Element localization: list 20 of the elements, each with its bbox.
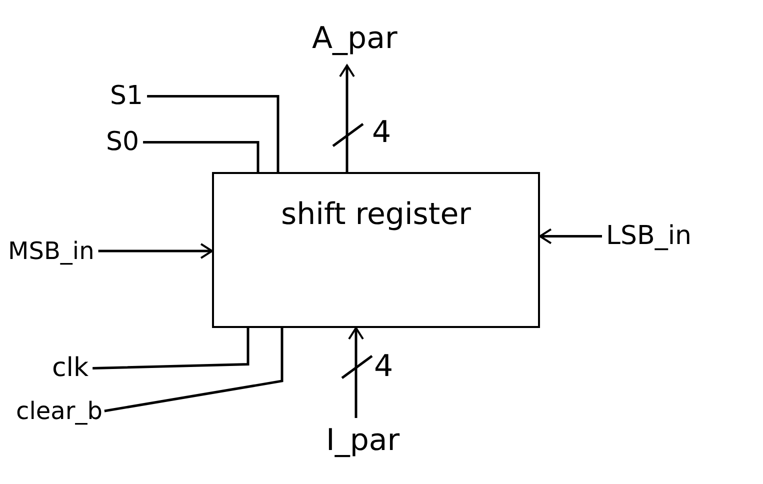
arrow: [339, 64, 355, 172]
connector-line: [104, 328, 284, 412]
edge-label: 4: [372, 118, 392, 148]
signal-label: S1: [110, 80, 144, 112]
signal-label: A_par: [312, 20, 398, 58]
arrow: [539, 228, 602, 244]
arrow: [98, 243, 213, 259]
signal-label: LSB_in: [606, 220, 692, 252]
connector-line: [143, 141, 260, 172]
signal-label: S0: [106, 126, 140, 158]
block-title: shift register: [280, 196, 471, 234]
edge-label: 4: [374, 352, 394, 382]
signal-label: MSB_in: [8, 236, 94, 266]
block-box: [212, 172, 540, 328]
signal-label: clk: [52, 352, 89, 384]
signal-label: I_par: [326, 422, 400, 460]
signal-label: clear_b: [16, 396, 102, 426]
connector-line: [92, 328, 250, 370]
connector-line: [147, 95, 280, 172]
arrow: [348, 327, 364, 418]
